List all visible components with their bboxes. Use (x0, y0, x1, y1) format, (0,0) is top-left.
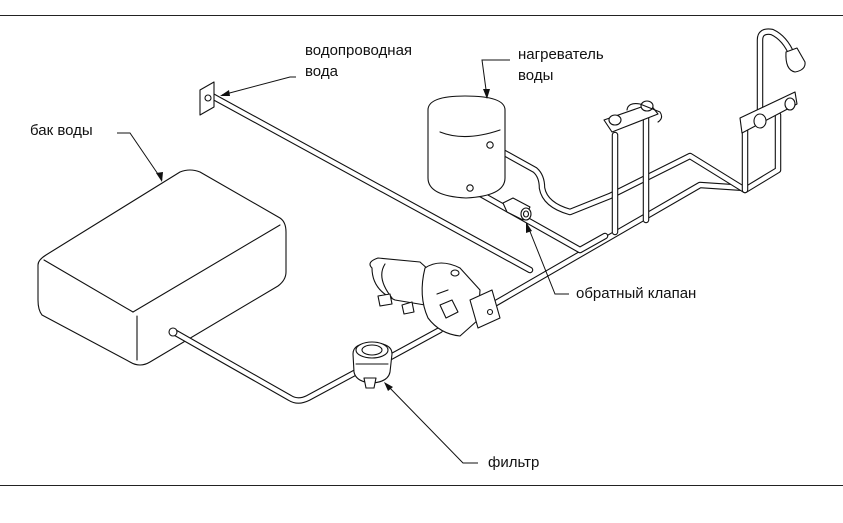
bottom-rule (0, 485, 843, 486)
faucet-risers (611, 111, 749, 236)
label-water-heater-line1: нагреватель (518, 46, 604, 63)
tank-outlet-pipe (168, 327, 364, 404)
shower-valve-plate (739, 91, 798, 134)
filter-to-pump-pipe (381, 326, 444, 364)
shower-riser (756, 28, 796, 124)
label-mains-water-line1: водопроводная (305, 42, 413, 59)
leader-check-valve (526, 222, 569, 295)
mains-water-pipe (208, 92, 534, 274)
water-tank (37, 169, 287, 366)
leader-water-heater (481, 59, 510, 99)
water-heater (427, 95, 506, 199)
filter (352, 341, 393, 389)
label-mains-water-line2: вода (305, 63, 338, 80)
top-rule (0, 15, 843, 16)
shower-head-icon (785, 47, 806, 73)
sink-faucet (603, 100, 663, 133)
label-filter: фильтр (488, 454, 540, 471)
leader-mains-water (220, 76, 296, 96)
label-check-valve: обратный клапан (576, 285, 697, 302)
leader-water-tank (117, 132, 163, 182)
check-valve (502, 197, 532, 221)
mains-water-inlet (199, 81, 215, 116)
pump (369, 257, 501, 337)
heater-cold-pipe (466, 184, 609, 254)
hot-water-pipe (486, 111, 782, 216)
label-water-heater-line2: воды (518, 67, 554, 84)
label-water-tank: бак воды (30, 122, 93, 139)
leader-filter (384, 382, 478, 464)
